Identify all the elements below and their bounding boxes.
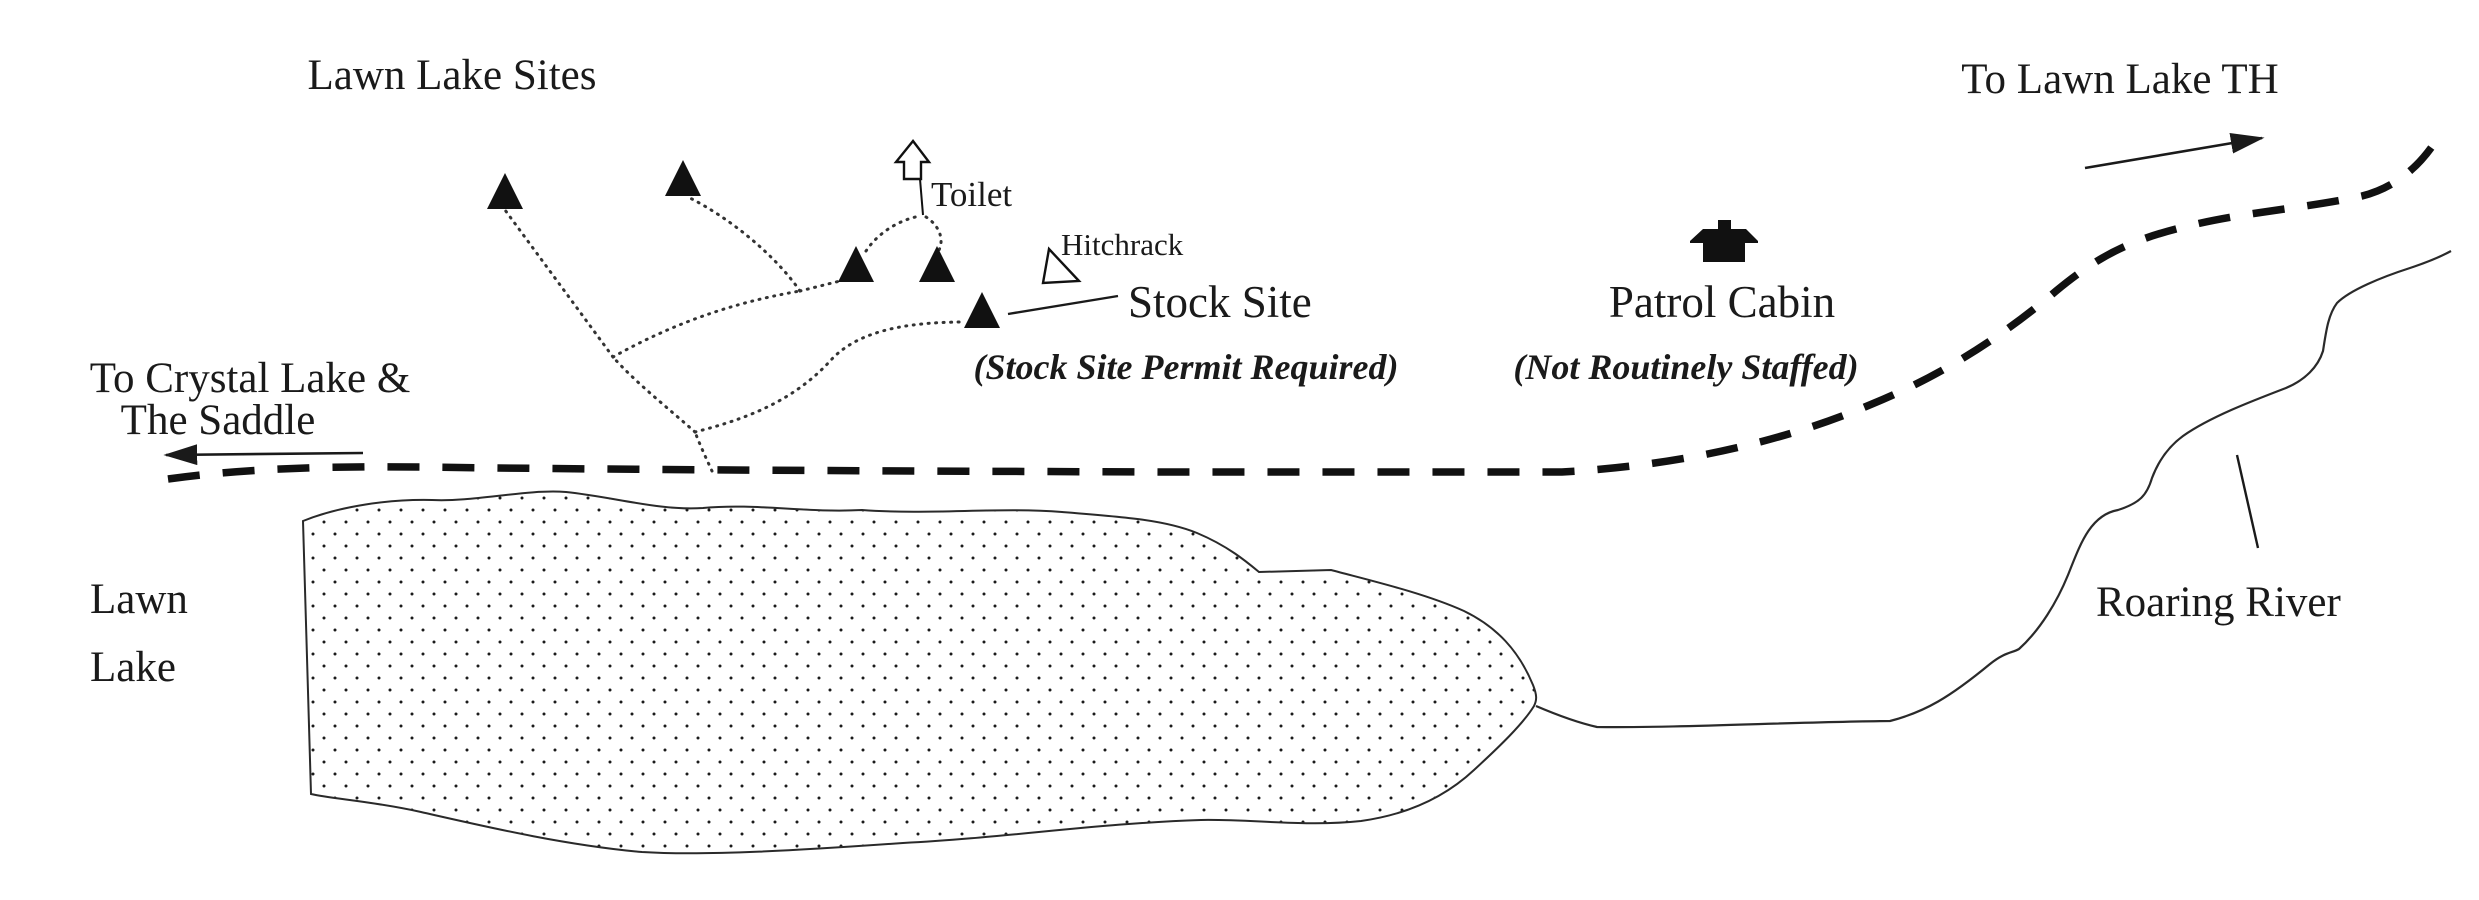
spur-trail-site3: [798, 279, 842, 293]
campsite-markers: [487, 160, 1000, 328]
label-lawn-lake-line1: Lawn: [90, 576, 188, 623]
arrow-to-crystal-lake: [163, 444, 364, 466]
hitchrack-icon: [1041, 246, 1082, 285]
arrow-to-lawn-lake-th: [2084, 132, 2265, 170]
label-hitchrack: Hitchrack: [1061, 227, 1184, 262]
label-patrol-cabin: Patrol Cabin: [1609, 277, 1835, 327]
spur-trail-west: [611, 355, 697, 434]
spur-trail-toilet-arc: [864, 214, 943, 253]
stock-site-triangle-icon: [964, 292, 1000, 328]
label-lawn-lake-line2: Lake: [90, 644, 176, 691]
campsite-triangle-icon: [838, 246, 874, 282]
roaring-river-line: [1535, 250, 2452, 729]
campsite-spur-trails: [503, 195, 967, 473]
label-roaring-river: Roaring River: [2096, 579, 2341, 626]
campsite-triangle-icon: [665, 160, 701, 196]
label-stock-site-note: (Stock Site Permit Required): [974, 347, 1399, 387]
spur-trail-site2: [686, 195, 802, 293]
stock-site-leader-line: [1007, 294, 1119, 316]
campsite-triangle-icon: [919, 246, 955, 282]
main-trail-dashed: [167, 136, 2441, 483]
label-toilet: Toilet: [931, 175, 1012, 214]
patrol-cabin-icon: [1690, 220, 1758, 262]
label-patrol-cabin-note: (Not Routinely Staffed): [1513, 347, 1858, 387]
map-title: Lawn Lake Sites: [308, 52, 597, 99]
label-to-crystal-lake-line1: To Crystal Lake &: [90, 355, 411, 402]
spur-trail-center: [611, 289, 802, 359]
spur-trail-stock-site: [693, 320, 967, 434]
label-to-crystal-lake-line2: The Saddle: [121, 397, 316, 444]
toilet-icon: [893, 139, 932, 216]
label-to-lawn-lake-th: To Lawn Lake TH: [1961, 56, 2278, 103]
roaring-river-leader-line: [2235, 454, 2260, 549]
label-stock-site: Stock Site: [1128, 277, 1312, 327]
spur-trail-junction: [693, 430, 714, 473]
spur-trail-site1: [503, 208, 615, 359]
lawn-lake-shape: [301, 490, 1538, 855]
campsite-triangle-icon: [487, 173, 523, 209]
